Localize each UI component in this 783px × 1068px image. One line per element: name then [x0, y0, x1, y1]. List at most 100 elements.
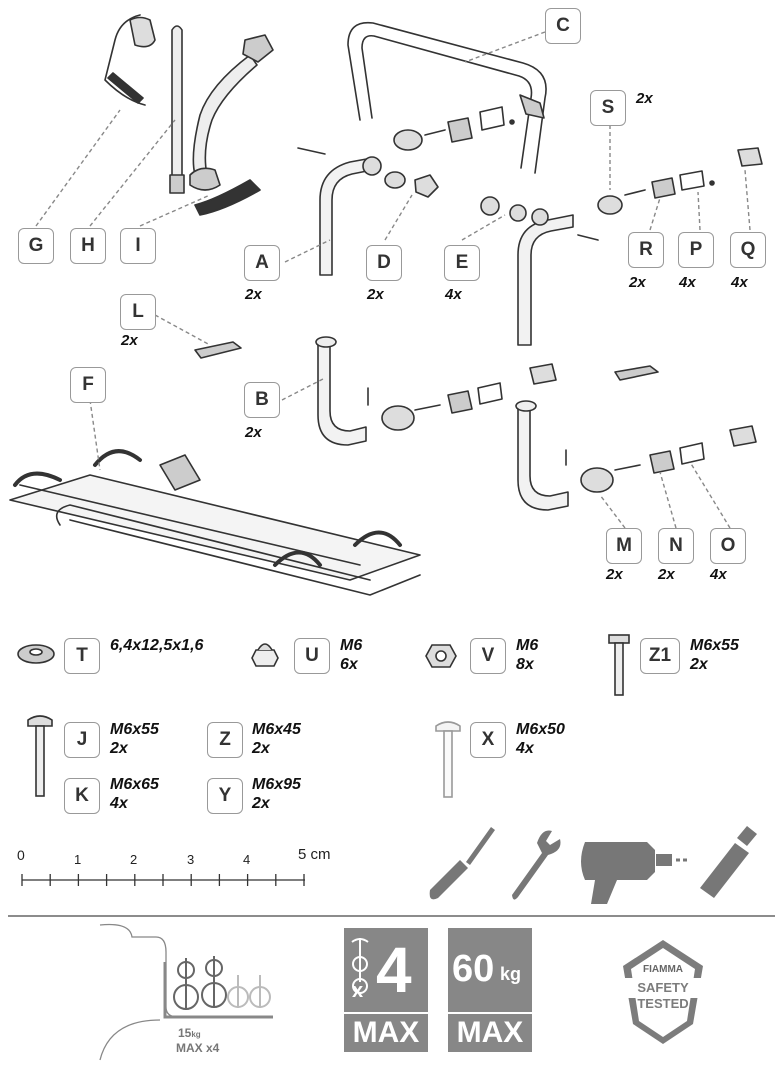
label-z1: Z1: [640, 638, 680, 674]
per-bike-weight-unit: kg: [191, 1030, 201, 1039]
per-bike-max: MAX x4: [176, 1041, 220, 1055]
label-q: Q: [730, 232, 766, 268]
label-b: B: [244, 382, 280, 418]
arm-h-drawing: [169, 25, 185, 194]
hardware-c-drawing: [393, 106, 515, 151]
label-h: H: [70, 228, 106, 264]
qty-y: 2x: [252, 795, 270, 812]
label-e: E: [444, 245, 480, 281]
label-z: Z: [207, 722, 243, 758]
tube-e-drawing: [480, 196, 599, 346]
per-bike-weight-number: 15: [178, 1026, 192, 1040]
rail-f-drawing: [9, 449, 421, 596]
cap-nut-icon: [251, 643, 279, 667]
label-k: K: [64, 778, 100, 814]
label-t: T: [64, 638, 100, 674]
hex-nut-icon: [425, 644, 457, 668]
label-d: D: [366, 245, 402, 281]
fiamma-seal-logo: [623, 940, 703, 1044]
label-x: X: [470, 722, 506, 758]
bolt-jk-icon: [27, 715, 53, 797]
max-weight-divider: [448, 1012, 532, 1014]
tube-mno-drawing: [515, 400, 757, 511]
scale-label-0: 0: [17, 847, 25, 863]
label-u: U: [294, 638, 330, 674]
label-m: M: [606, 528, 642, 564]
label-g: G: [18, 228, 54, 264]
qty-e: 4x: [445, 286, 462, 303]
label-o: O: [710, 528, 746, 564]
seal-line2: TESTED: [637, 996, 689, 1011]
spec-y: M6x95: [252, 776, 301, 793]
label-f: F: [70, 367, 106, 403]
arm-i-drawing: [189, 34, 274, 216]
scale-label-1: 1: [74, 852, 82, 867]
bolt-x-icon: [435, 721, 461, 798]
spec-v: M6: [516, 637, 539, 654]
max-weight-number: 60: [452, 948, 495, 990]
qty-p: 4x: [679, 274, 696, 291]
spec-k: M6x65: [110, 776, 159, 793]
label-s: S: [590, 90, 626, 126]
seal-brand: FIAMMA: [643, 964, 683, 975]
drill-icon: [581, 842, 690, 904]
qty-b: 2x: [245, 424, 262, 441]
bike-icon: [344, 938, 428, 1014]
clip-l-drawing: [194, 341, 659, 381]
label-y: Y: [207, 778, 243, 814]
scale-label-2: 2: [130, 852, 138, 867]
max-weight-badge: 60 kg MAX: [448, 928, 532, 1052]
max-bikes-prefix: x: [352, 980, 364, 1002]
seal-line1: SAFETY: [637, 980, 689, 995]
qty-s: 2x: [636, 90, 653, 107]
qty-r: 2x: [629, 274, 646, 291]
label-j: J: [64, 722, 100, 758]
tube-a-drawing: [297, 147, 406, 276]
qty-z: 2x: [252, 740, 270, 757]
spec-u: M6: [340, 637, 363, 654]
qty-j: 2x: [110, 740, 128, 757]
label-p: P: [678, 232, 714, 268]
label-n: N: [658, 528, 694, 564]
screwdriver-icon: [429, 827, 495, 900]
qty-n: 2x: [658, 566, 675, 583]
max-weight-label: MAX: [456, 1016, 524, 1049]
spec-t: 6,4x12,5x1,6: [110, 637, 204, 654]
label-l: L: [120, 294, 156, 330]
clamp-d-drawing: [414, 174, 439, 198]
wrench-icon: [512, 830, 561, 900]
spec-z: M6x45: [252, 721, 301, 738]
bolt-z1-icon: [608, 634, 630, 696]
per-bike-weight: 15kg: [178, 1026, 201, 1040]
label-i: I: [120, 228, 156, 264]
qty-o: 4x: [710, 566, 727, 583]
spec-j: M6x55: [110, 721, 159, 738]
max-bikes-label: MAX: [352, 1016, 420, 1049]
scale-label-4: 4: [243, 852, 251, 867]
hardware-spq-drawing: [597, 147, 763, 215]
scale-label-end: 5 cm: [298, 846, 331, 863]
spec-z1: M6x55: [690, 637, 739, 654]
qty-x: 4x: [516, 740, 534, 757]
max-bikes-badge: x 4 MAX: [344, 928, 428, 1052]
qty-q: 4x: [731, 274, 748, 291]
qty-a: 2x: [245, 286, 262, 303]
tube-b-drawing: [315, 336, 557, 446]
qty-l: 2x: [121, 332, 138, 349]
label-a: A: [244, 245, 280, 281]
max-weight-unit: kg: [500, 964, 522, 984]
spec-x: M6x50: [516, 721, 565, 738]
qty-d: 2x: [367, 286, 384, 303]
qty-z1: 2x: [690, 656, 708, 673]
qty-u: 6x: [340, 656, 358, 673]
grease-tube-icon: [700, 826, 757, 898]
max-bikes-number: 4: [376, 934, 412, 1006]
qty-m: 2x: [606, 566, 623, 583]
scale-label-3: 3: [187, 852, 195, 867]
qty-v: 8x: [516, 656, 534, 673]
label-v: V: [470, 638, 506, 674]
frame-c-drawing: [347, 21, 547, 174]
car-bikes-illustration: [99, 923, 273, 1061]
strap-g-drawing: [104, 14, 156, 106]
